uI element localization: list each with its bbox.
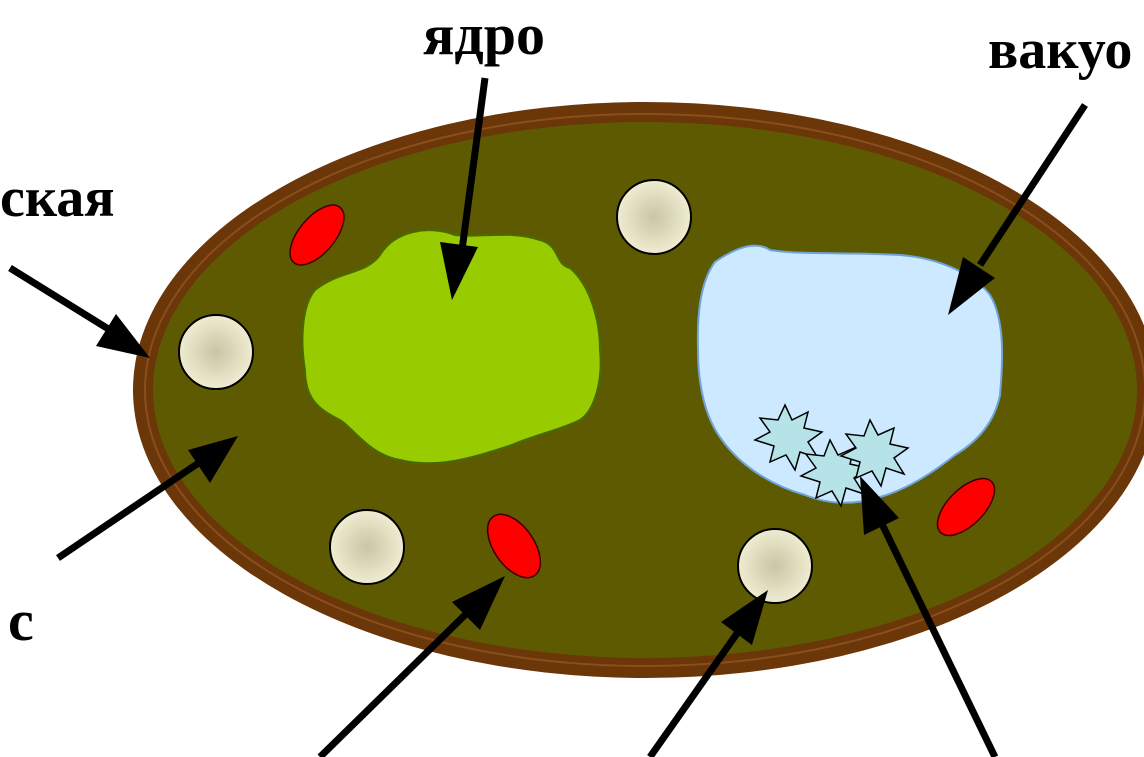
arrow-cytoplasm <box>58 462 200 558</box>
leucoplast <box>738 529 812 603</box>
leucoplast <box>617 180 691 254</box>
label-cytoplasm: с <box>8 592 34 650</box>
label-nucleus: ядро <box>423 6 545 64</box>
label-vacuole: вакуо <box>988 22 1132 78</box>
arrow-membrane <box>10 268 110 330</box>
leucoplast <box>179 315 253 389</box>
leucoplast <box>330 510 404 584</box>
label-membrane: ская <box>0 170 115 226</box>
arrowhead-membrane <box>96 314 150 358</box>
